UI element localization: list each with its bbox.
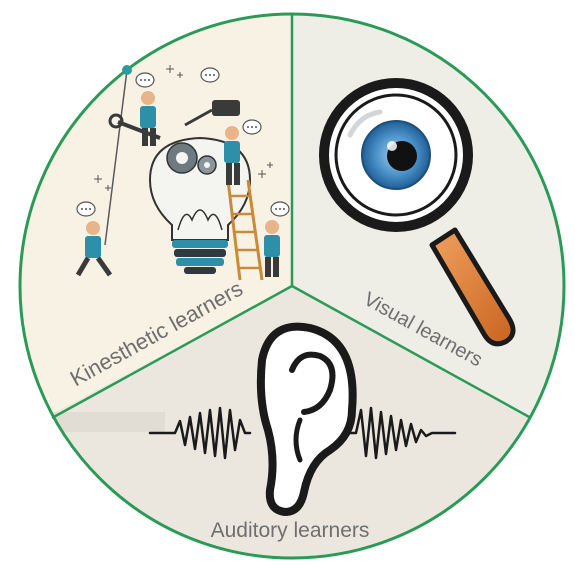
workers-fixing-lightbulb-illustration bbox=[75, 65, 290, 281]
auditory-label: Auditory learners bbox=[211, 519, 370, 542]
ear-soundwave-icon bbox=[148, 322, 457, 516]
segment-dividers bbox=[51, 14, 532, 420]
magnifying-glass-eye-icon bbox=[319, 78, 516, 347]
outer-circle-border bbox=[18, 12, 566, 560]
